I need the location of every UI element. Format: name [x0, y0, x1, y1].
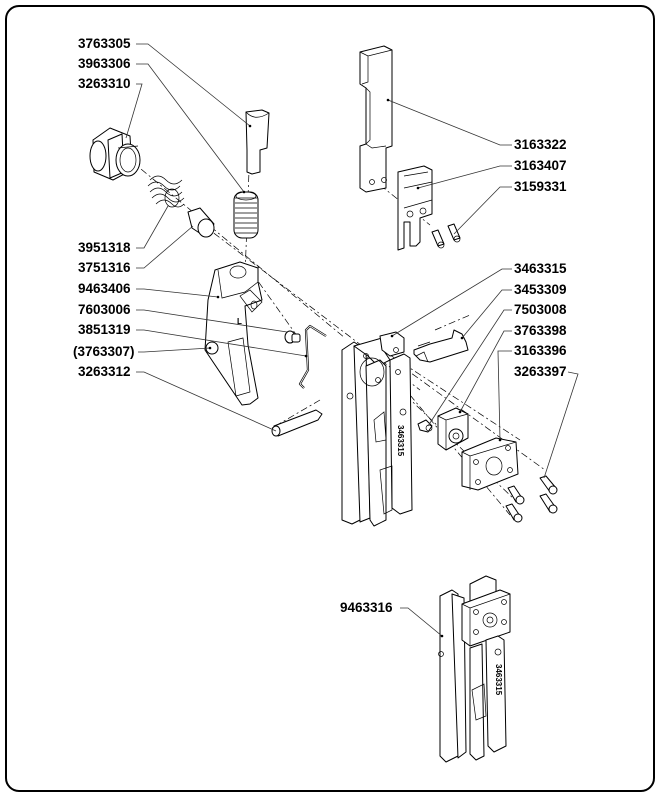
part-label-3951318: 3951318 [78, 240, 131, 255]
part-label-3851319: 3851319 [78, 322, 131, 337]
part-3851319-wire [298, 324, 327, 389]
part-label-3453309: 3453309 [514, 282, 567, 297]
part-label-3163396: 3163396 [514, 343, 567, 358]
part-label-3263312: 3263312 [78, 364, 131, 379]
part-3751316-plunger [187, 207, 215, 238]
bracket-mark: L [237, 317, 242, 326]
part-9463316-assembly [438, 575, 511, 763]
part-7503008-set-screw [417, 419, 433, 433]
part-3951318-spring [147, 175, 185, 208]
part-label-9463406: 9463406 [78, 281, 131, 296]
body-stamp: 3463315 [396, 425, 405, 457]
part-label-3263310: 3263310 [78, 76, 131, 91]
part-7603006-screw [284, 330, 301, 344]
part-3159331-dowels [431, 223, 461, 249]
part-3263310-nut [89, 127, 141, 181]
part-label-3763307: (3763307) [73, 344, 135, 359]
part-label-3163322: 3163322 [514, 137, 567, 152]
part-label-3751316: 3751316 [78, 260, 131, 275]
part-3263397-screws [505, 475, 558, 523]
leader-lines [125, 43, 579, 637]
part-3763305-pin [245, 109, 270, 175]
part-3163322-slide-bar [359, 45, 393, 193]
part-3163407-latch [397, 165, 433, 251]
drawing-frame [5, 5, 655, 792]
part-3263312-pin [271, 409, 323, 437]
part-label-3963306: 3963306 [78, 56, 131, 71]
leader-dots [208, 98, 502, 638]
part-label-3263397: 3263397 [514, 364, 567, 379]
part-3453309-slider [413, 329, 469, 363]
part-label-9463316: 9463316 [340, 600, 393, 615]
part-label-3463315: 3463315 [514, 261, 567, 276]
part-3763398-block [437, 407, 469, 451]
part-9463406-bracket [204, 261, 263, 406]
assembly-body-stamp: 3463315 [494, 664, 503, 696]
part-3163396-plate [461, 437, 519, 491]
part-label-7603006: 7603006 [78, 302, 131, 317]
part-3463315-main-body [341, 331, 413, 527]
part-label-3763398: 3763398 [514, 323, 567, 338]
part-label-7503008: 7503008 [514, 302, 567, 317]
part-label-3159331: 3159331 [514, 179, 567, 194]
part-label-3163407: 3163407 [514, 158, 567, 173]
part-3963306-spring [233, 191, 259, 239]
part-label-3763305: 3763305 [78, 36, 131, 51]
